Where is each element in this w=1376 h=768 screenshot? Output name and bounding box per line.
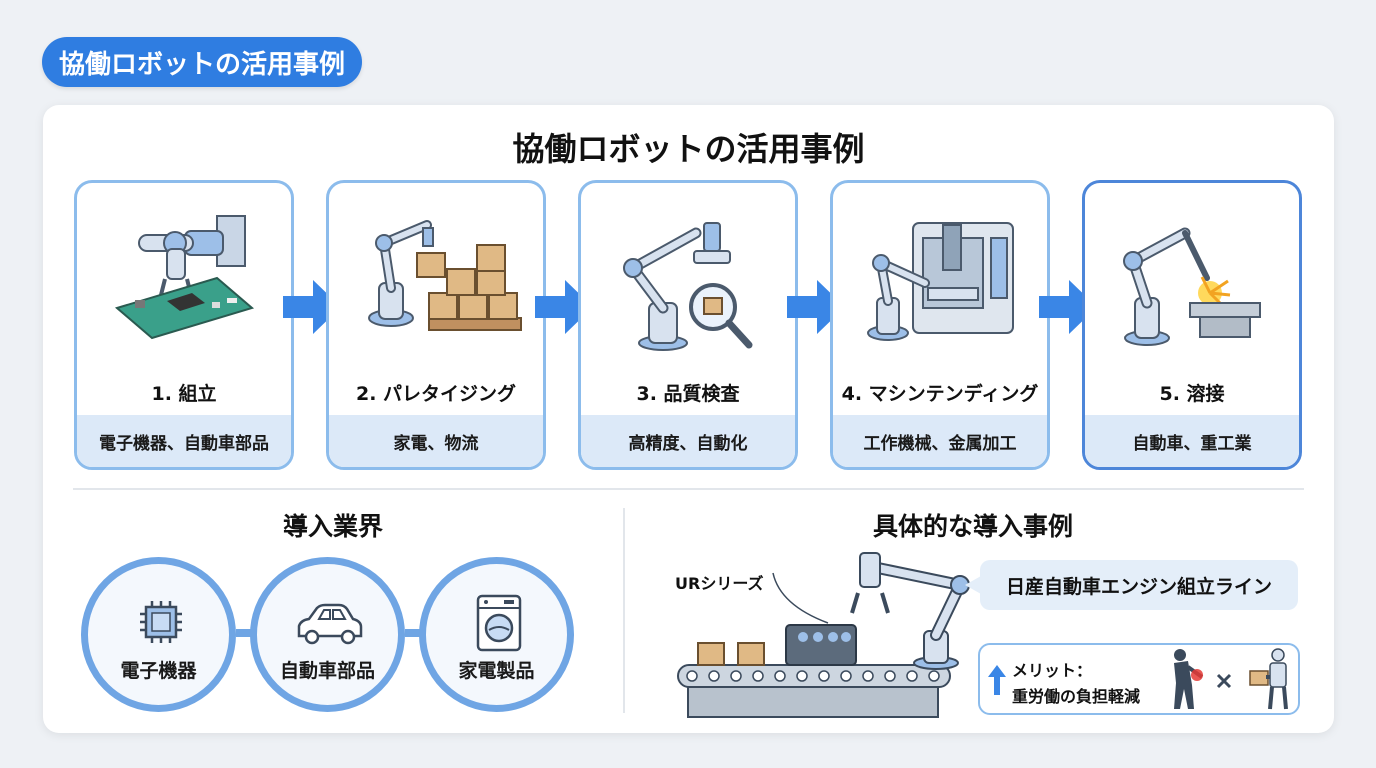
inspection-robot-icon	[623, 222, 753, 351]
case-callout: 日産自動車エンジン組立ライン	[980, 560, 1298, 610]
cases-title: 具体的な導入事例	[872, 512, 1073, 541]
industry-label: 自動車部品	[279, 660, 375, 682]
industry-auto-parts: 自動車部品	[250, 557, 405, 712]
column-divider	[623, 508, 625, 713]
industry-electronics: 電子機器	[81, 557, 236, 712]
header-badge: 協働ロボットの活用事例	[42, 37, 362, 87]
worker-robot-icon	[1174, 648, 1288, 710]
merit-label: メリット：	[1012, 661, 1093, 680]
industry-label: 電子機器	[120, 660, 197, 682]
machine-tending-icon	[867, 222, 1014, 341]
step-sub: 自動車、重工業	[1085, 415, 1299, 467]
step-label: 5. 溶接	[1159, 383, 1225, 405]
assembly-robot-icon	[114, 215, 255, 340]
page-title: 協働ロボットの活用事例	[512, 130, 865, 168]
step-label: 3. 品質検査	[636, 383, 740, 405]
arrow-up-icon	[988, 665, 1006, 695]
industry-label: 家電製品	[458, 660, 535, 682]
step-label: 2. パレタイジング	[355, 383, 517, 405]
merit-box: メリット： 重労働の負担軽減	[978, 643, 1300, 715]
main-card: 協働ロボットの活用事例 1. 組立 電子機器、自動車部品	[43, 105, 1334, 733]
chip-icon	[140, 601, 182, 643]
car-icon	[297, 603, 363, 645]
assembly-line-scene	[677, 552, 970, 718]
step-label: 4. マシンテンディング	[841, 383, 1039, 405]
step-card-palletizing: 2. パレタイジング 家電、物流	[326, 180, 546, 470]
section-divider	[73, 488, 1304, 490]
step-sub: 家電、物流	[329, 415, 543, 467]
step-label: 1. 組立	[151, 383, 217, 405]
callout-tail	[965, 576, 981, 594]
washing-machine-icon	[476, 594, 522, 652]
step-sub: 高精度、自動化	[581, 415, 795, 467]
step-sub: 電子機器、自動車部品	[77, 415, 291, 467]
step-card-machine-tending: 4. マシンテンディング 工作機械、金属加工	[830, 180, 1050, 470]
industries-title: 導入業界	[282, 512, 383, 541]
welding-robot-icon	[1123, 227, 1261, 346]
step-card-welding: 5. 溶接 自動車、重工業	[1082, 180, 1302, 470]
merit-text: 重労働の負担軽減	[1012, 687, 1141, 706]
step-sub: 工作機械、金属加工	[833, 415, 1047, 467]
series-label: URシリーズ	[675, 574, 764, 593]
palletizing-robot-icon	[368, 220, 522, 331]
industry-home-appliances: 家電製品	[419, 557, 574, 712]
step-card-inspection: 3. 品質検査 高精度、自動化	[578, 180, 798, 470]
step-card-assembly: 1. 組立 電子機器、自動車部品	[74, 180, 294, 470]
